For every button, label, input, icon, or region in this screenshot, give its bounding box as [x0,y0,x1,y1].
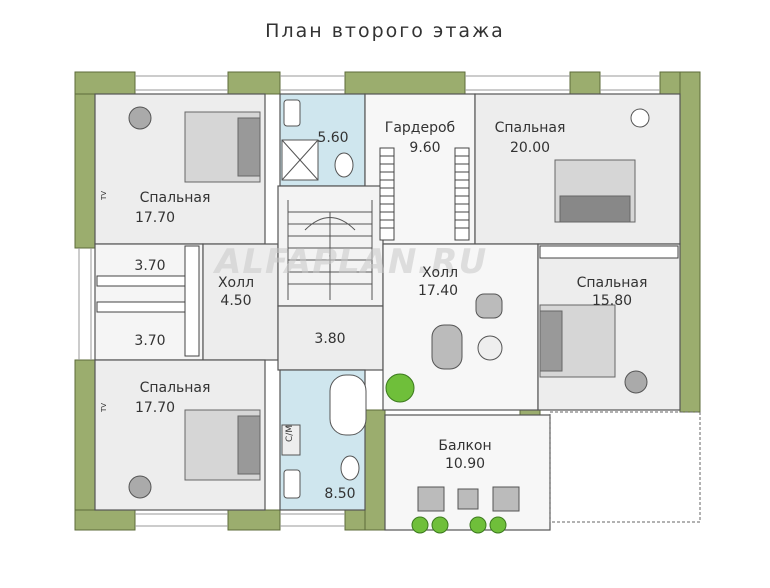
watermark: ALFAPLAN.RU [212,242,487,282]
plan-title: План второго этажа [265,20,505,42]
room-area: 4.50 [220,293,251,309]
tv-label: TV [100,191,108,201]
room-area: 3.70 [134,333,165,349]
room-area: 8.50 [324,486,355,502]
room-name: Спальная [577,275,648,291]
rail-ticks [380,155,469,229]
plant [385,373,507,534]
windows [78,75,660,527]
room-area: 15.80 [592,293,632,309]
room-area: 20.00 [510,140,550,156]
room-area: 10.90 [445,456,485,472]
room-area: 17.70 [135,400,175,416]
bed [184,111,636,481]
armchair [128,106,650,499]
room-area: 9.60 [409,140,440,156]
staircase [287,200,373,300]
hall-furniture [417,293,520,512]
room-area: 3.70 [134,258,165,274]
room-name: Спальная [140,190,211,206]
tv-label: TV [100,403,108,413]
room-area: 5.60 [317,130,348,146]
room-area: 17.40 [418,283,458,299]
room-name: Спальная [140,380,211,396]
terrace-outline [549,411,701,523]
room-labels: Спальная 17.70 5.60 Гардероб 9.60 Спальн… [100,120,647,502]
room-area: 17.70 [135,210,175,226]
bath-fixtures [281,99,367,499]
room-area: 3.80 [314,331,345,347]
room-name: Спальная [495,120,566,136]
room-name: Холл [218,275,254,291]
wardrobe-rails [96,147,679,357]
room-name: Гардероб [385,120,455,136]
room-name: Холл [422,265,458,281]
washer-label: С/М [285,425,295,442]
room-name: Балкон [438,438,491,454]
